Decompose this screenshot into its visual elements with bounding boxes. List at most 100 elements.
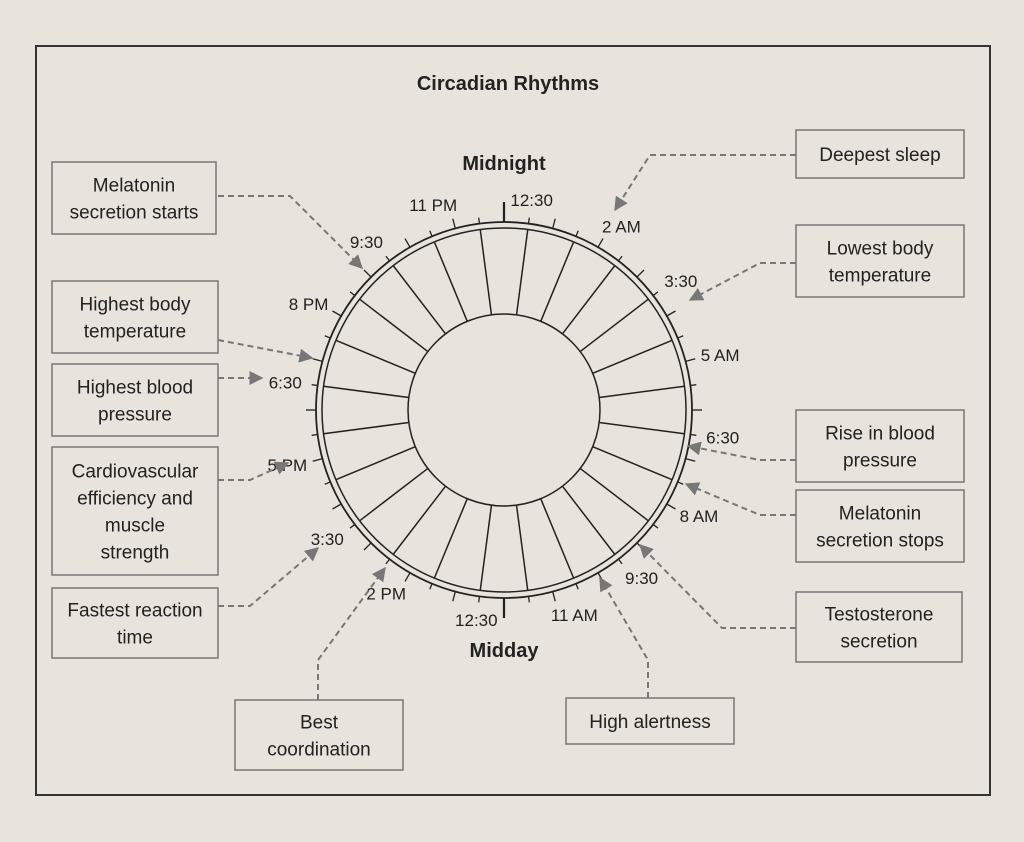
event-label: pressure bbox=[98, 405, 172, 426]
event-label: muscle bbox=[105, 516, 165, 537]
arrow-testosterone bbox=[639, 544, 796, 629]
midday-label: Midday bbox=[470, 640, 540, 662]
clock-tick bbox=[617, 255, 623, 262]
event-box-cardio: Cardiovascular efficiency and muscle streng… bbox=[51, 446, 219, 576]
event-label: Highest body bbox=[80, 295, 191, 316]
event-label: Cardiovascular bbox=[72, 462, 199, 483]
clock-spoke bbox=[561, 265, 616, 335]
clock-tick bbox=[312, 458, 323, 462]
clock-tick bbox=[349, 291, 356, 297]
arrow-fastest-reaction bbox=[218, 547, 320, 607]
clock-spoke bbox=[335, 339, 416, 374]
event-label: Lowest body bbox=[827, 239, 934, 260]
clock-tick bbox=[349, 523, 356, 529]
clock-spoke bbox=[515, 505, 529, 591]
event-label: coordination bbox=[267, 740, 371, 761]
clock-tick bbox=[385, 558, 391, 565]
arrow-high-alertness bbox=[599, 576, 649, 698]
clock-label: 12:30 bbox=[510, 191, 553, 210]
clock-spoke bbox=[540, 498, 575, 579]
clock-spoke bbox=[479, 505, 493, 591]
event-label: Testosterone bbox=[825, 605, 934, 626]
arrow-best-coordination bbox=[317, 566, 386, 700]
arrow-melatonin-starts bbox=[218, 195, 363, 269]
event-label: efficiency and bbox=[77, 489, 193, 510]
event-label: secretion bbox=[840, 632, 917, 653]
clock-spoke bbox=[433, 241, 468, 322]
clock-label: 8 AM bbox=[680, 507, 719, 526]
clock-label: 5 AM bbox=[701, 346, 740, 365]
clock-label: 11 PM bbox=[409, 196, 457, 215]
event-label: Deepest sleep bbox=[819, 145, 940, 166]
event-box-high-alertness: High alertness bbox=[565, 697, 735, 745]
clock-spoke bbox=[540, 241, 575, 322]
clock-tick bbox=[527, 217, 530, 224]
clock-spoke bbox=[359, 298, 429, 353]
event-box-best-coordination: Best coordination bbox=[234, 699, 404, 771]
clock-tick bbox=[677, 481, 684, 485]
clock-tick bbox=[597, 238, 604, 248]
clock-tick bbox=[617, 558, 623, 565]
clock-spoke bbox=[592, 446, 673, 481]
arrows bbox=[217, 154, 796, 700]
clock-spoke bbox=[515, 229, 529, 315]
clock-tick bbox=[685, 358, 696, 362]
clock-label: 2 PM bbox=[366, 585, 406, 604]
clock-spoke bbox=[599, 385, 685, 399]
event-label: High alertness bbox=[589, 712, 710, 733]
clock-label: 8 PM bbox=[289, 295, 329, 314]
clock-label: 2 AM bbox=[602, 217, 641, 236]
clock-tick bbox=[575, 583, 579, 590]
event-label: temperature bbox=[84, 322, 186, 343]
clock-tick bbox=[452, 591, 456, 602]
clock-tick bbox=[429, 230, 433, 237]
event-label: Melatonin bbox=[93, 176, 175, 197]
clock-tick bbox=[652, 523, 659, 529]
clock-tick bbox=[311, 433, 318, 436]
arrow-rise-bp bbox=[686, 441, 796, 461]
clock-label: 12:30 bbox=[455, 611, 498, 630]
clock-label: 3:30 bbox=[664, 272, 697, 291]
event-label: pressure bbox=[843, 451, 917, 472]
event-label: secretion starts bbox=[70, 203, 199, 224]
clock-tick bbox=[652, 291, 659, 297]
event-label: Fastest reaction bbox=[67, 601, 202, 622]
clock-spoke bbox=[392, 485, 447, 555]
clock-spoke bbox=[579, 467, 649, 522]
clock-tick bbox=[332, 503, 342, 510]
clock-spoke bbox=[433, 498, 468, 579]
clock-tick bbox=[429, 583, 433, 590]
diagram-frame bbox=[35, 45, 991, 796]
clock-tick bbox=[690, 384, 697, 387]
clock-label: 3:30 bbox=[311, 530, 344, 549]
clock-spoke bbox=[359, 467, 429, 522]
clock-tick bbox=[363, 269, 372, 278]
event-box-highest-bp: Highest blood pressure bbox=[51, 363, 219, 437]
event-box-melatonin-starts: Melatonin secretion starts bbox=[51, 161, 217, 235]
clock-tick bbox=[666, 310, 676, 317]
clock-tick bbox=[363, 542, 372, 551]
clock-spoke bbox=[561, 485, 616, 555]
clock-tick bbox=[552, 591, 556, 602]
clock-dial bbox=[306, 202, 702, 618]
event-box-testosterone: Testosterone secretion bbox=[795, 591, 963, 663]
clock-tick bbox=[677, 335, 684, 339]
clock-label: 6:30 bbox=[269, 373, 302, 392]
clock-label: 9:30 bbox=[625, 569, 658, 588]
clock-tick bbox=[527, 596, 530, 603]
event-label: Melatonin bbox=[839, 504, 921, 525]
clock-tick bbox=[404, 238, 411, 248]
event-label: strength bbox=[101, 543, 170, 564]
event-label: Highest blood bbox=[77, 378, 193, 399]
event-label: Rise in blood bbox=[825, 424, 935, 445]
event-label: Best bbox=[300, 713, 339, 734]
event-box-deepest-sleep: Deepest sleep bbox=[795, 129, 965, 179]
clock-tick bbox=[324, 335, 331, 339]
clock-label: 9:30 bbox=[350, 233, 383, 252]
clock-tick bbox=[404, 572, 411, 582]
arrow-lowest-body-temp bbox=[688, 262, 796, 301]
clock-spoke bbox=[599, 421, 685, 435]
